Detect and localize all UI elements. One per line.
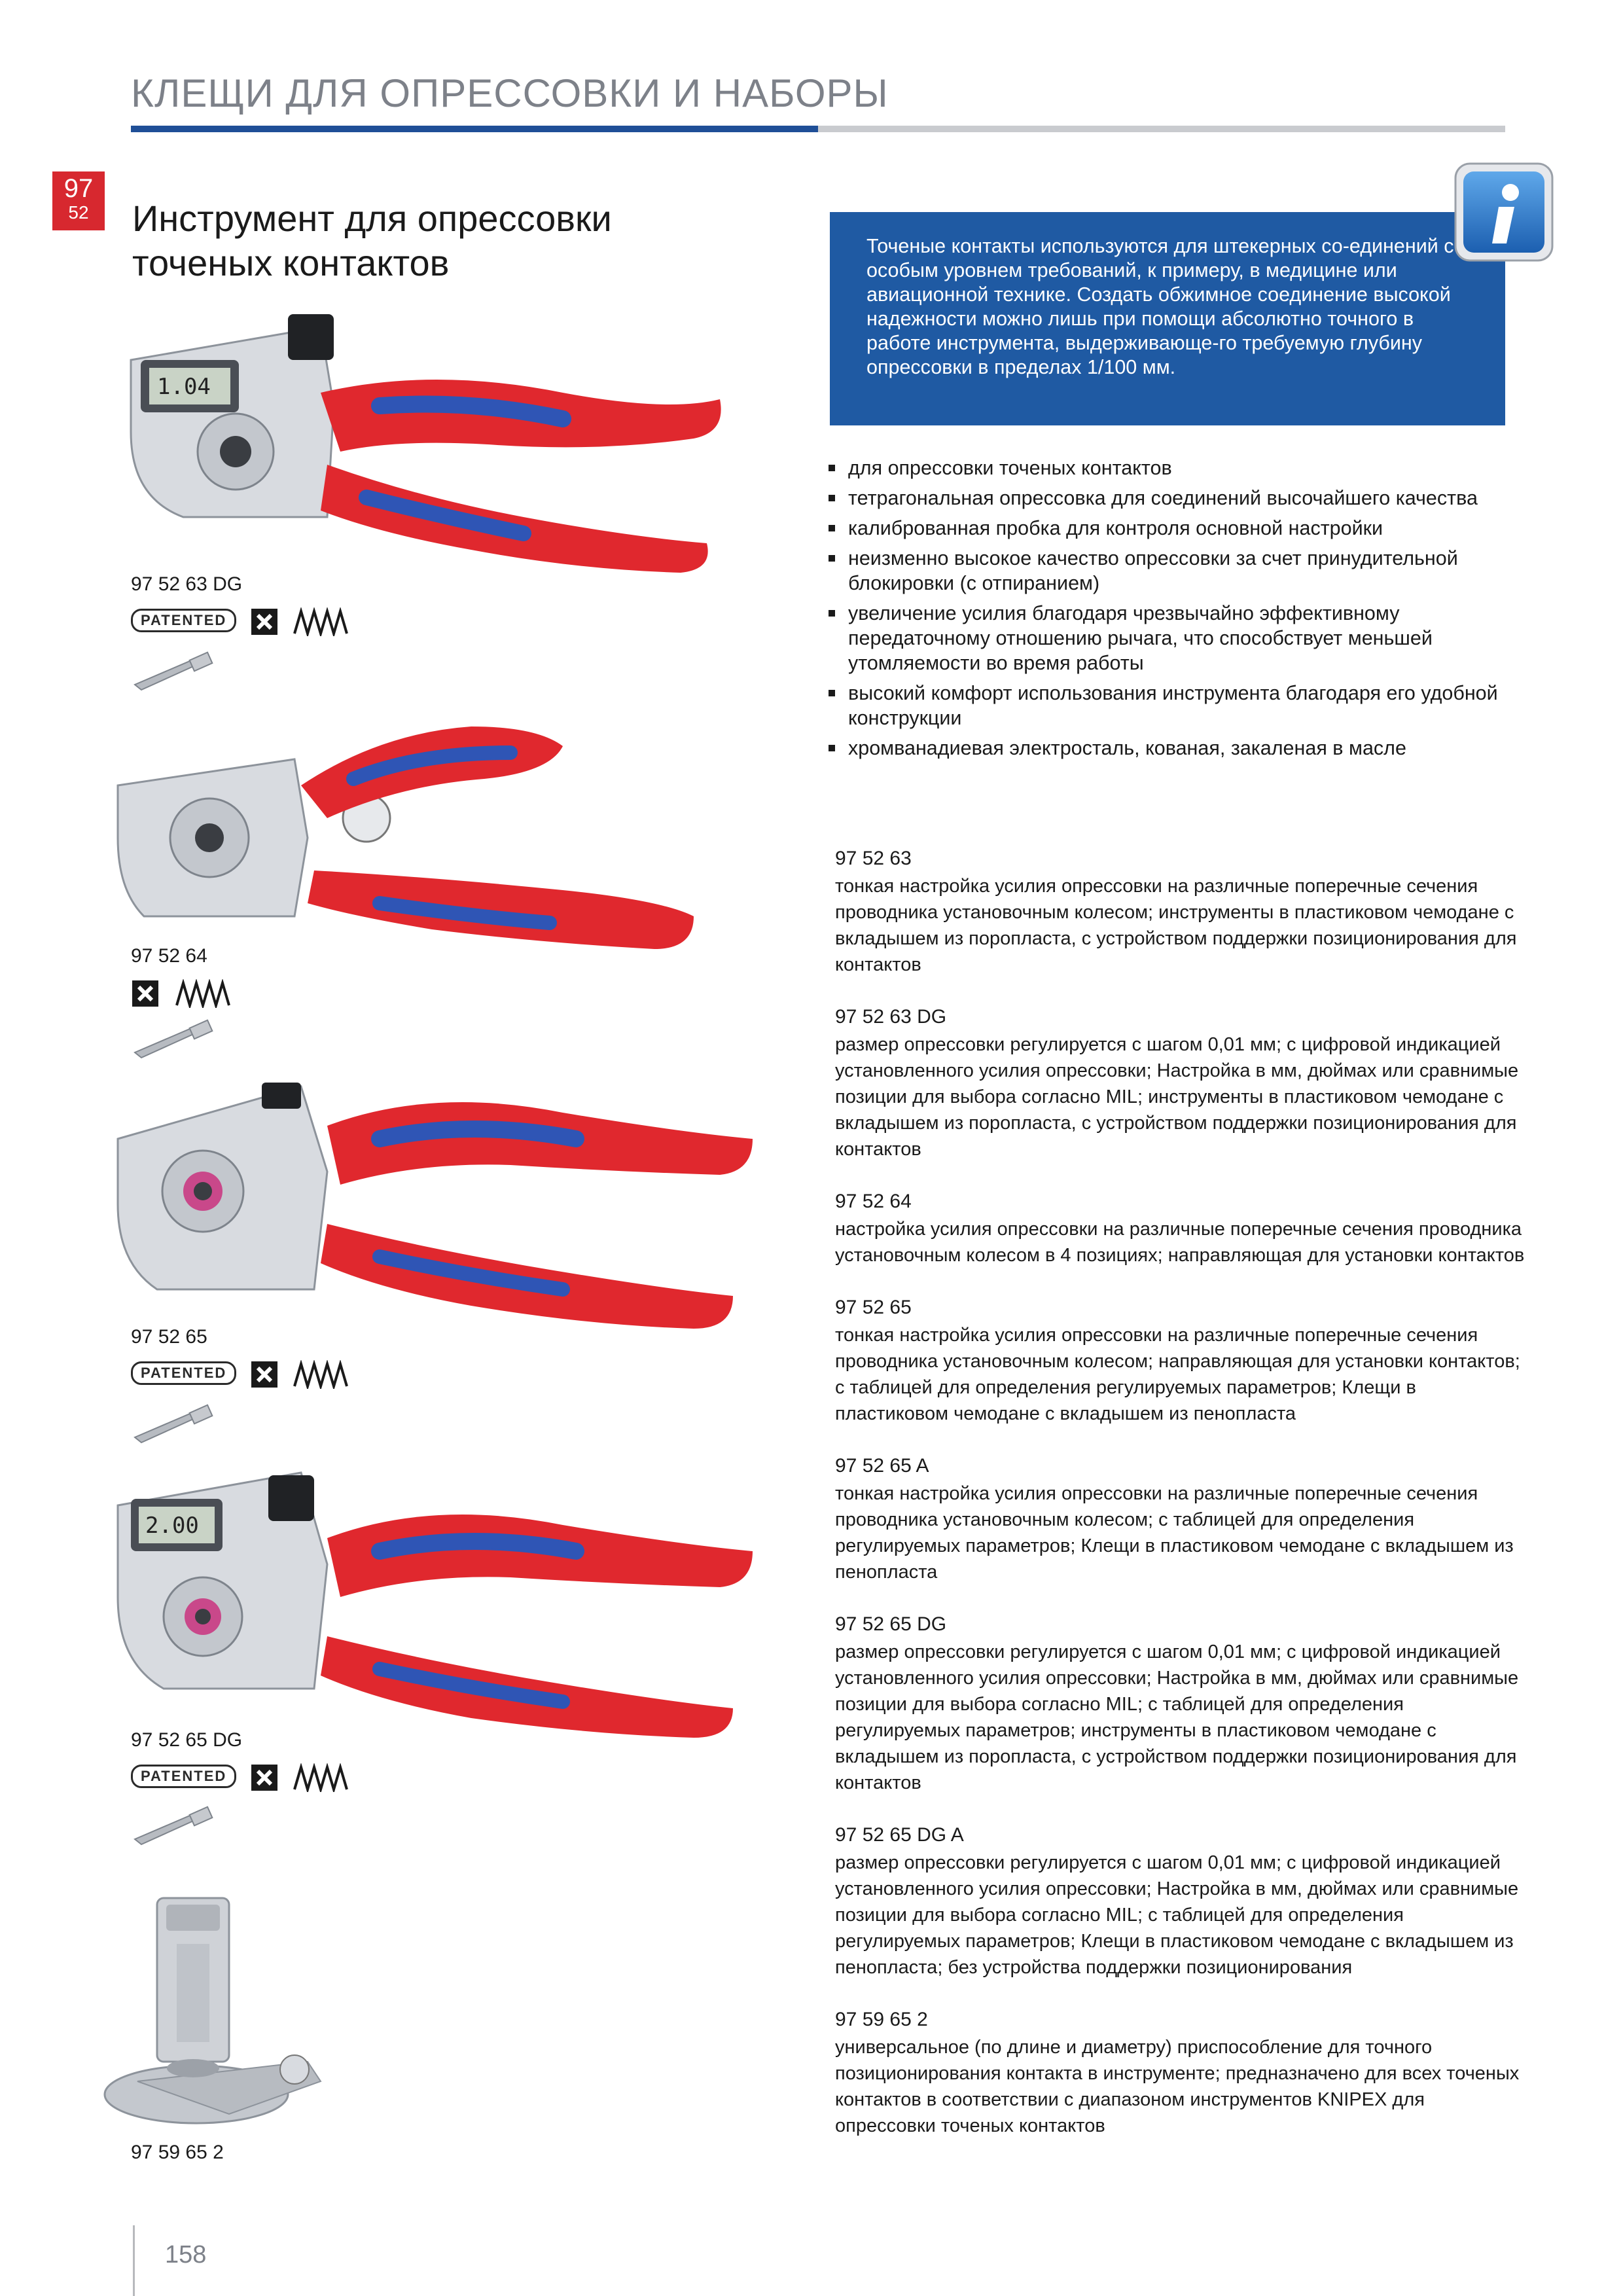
description-block: 97 52 63 DG размер опрессовки регулируетс… [835,1004,1529,1162]
feature-item: высокий комфорт использования инструмент… [826,681,1520,730]
bullet-icon [829,525,835,531]
feature-item: для опрессовки точеных контактов [826,456,1520,480]
description-text: тонкая настройка усилия опрессовки на ра… [835,1483,1514,1583]
info-box: Точеные контакты используются для штекер… [830,212,1505,425]
turned-contact-icon [134,1806,213,1846]
description-text: размер опрессовки регулируется с шагом 0… [835,1641,1519,1793]
feature-list: для опрессовки точеных контактов тетраго… [826,456,1520,766]
description-text: настройка усилия опрессовки на различные… [835,1219,1525,1266]
patented-badge: PATENTED [131,609,237,632]
description-text: тонкая настройка усилия опрессовки на ра… [835,876,1517,975]
feature-item: неизменно высокое качество опрессовки за… [826,546,1520,596]
description-text: универсальное (по длине и диаметру) прис… [835,2037,1520,2136]
description-code: 97 59 65 2 [835,2009,928,2030]
product-label: 97 52 63 DG [131,573,243,595]
description-code: 97 52 63 DG [835,1006,947,1028]
header-rule-blue [131,126,818,132]
section-title-line1: Инструмент для опрессовки [132,198,612,239]
product-label: 97 52 65 DG [131,1729,243,1751]
crimp-profile-icon [293,607,348,636]
product-label: 97 59 65 2 [131,2142,224,2163]
bullet-icon [829,745,835,751]
bullet-icon [829,555,835,562]
description-block: 97 52 65 тонкая настройка усилия опрессов… [835,1295,1529,1427]
description-code: 97 52 65 A [835,1455,929,1477]
description-block: 97 59 65 2 универсальное (по длине и диам… [835,2007,1529,2139]
page-number: 158 [165,2241,207,2269]
crimping-pliers-image: 1.04 [130,314,721,573]
page-number-rule [133,2225,135,2296]
digital-display-readout: 1.04 [157,374,211,400]
crimping-pliers-image [116,1083,753,1329]
tetragonal-crimp-icon [251,1361,277,1388]
bullet-icon [829,465,835,471]
description-code: 97 52 65 [835,1297,912,1318]
section-title: Инструмент для опрессовки точеных контак… [132,196,787,285]
feature-item: калиброванная пробка для контроля основн… [826,516,1520,541]
tetragonal-crimp-icon [132,980,158,1007]
page-header-title: КЛЕЩИ ДЛЯ ОПРЕССОВКИ И НАБОРЫ [131,71,889,115]
digital-display-readout: 2.00 [145,1513,199,1539]
crimp-profile-icon [175,979,230,1008]
section-title-line2: точеных контактов [132,242,450,283]
bullet-icon [829,690,835,696]
tetragonal-crimp-icon [251,1765,277,1791]
tetragonal-crimp-icon [251,609,277,635]
feature-item: увеличение усилия благодаря чрезвычайно … [826,601,1520,675]
product-label: 97 52 64 [131,945,207,967]
section-code-badge: 97 52 [52,171,105,230]
product-descriptions: 97 52 63 тонкая настройка усилия опрессов… [835,846,1529,2165]
feature-item: тетрагональная опрессовка для соединений… [826,486,1520,511]
description-block: 97 52 65 DG A размер опрессовки регулируе… [835,1822,1529,1981]
crimp-profile-icon [293,1763,348,1792]
description-block: 97 52 65 DG размер опрессовки регулируетс… [835,1611,1529,1796]
header-rule-gray [818,126,1505,132]
contact-positioner-image [103,1897,322,2125]
turned-contact-icon [134,651,213,691]
bullet-icon [829,610,835,617]
description-text: размер опрессовки регулируется с шагом 0… [835,1852,1519,1978]
crimping-pliers-image: 2.00 [116,1471,753,1738]
patented-badge: PATENTED [131,1361,237,1385]
description-text: тонкая настройка усилия опрессовки на ра… [835,1325,1520,1424]
description-code: 97 52 65 DG [835,1613,947,1635]
description-text: размер опрессовки регулируется с шагом 0… [835,1034,1519,1160]
description-code: 97 52 64 [835,1191,912,1212]
info-text: Точеные контакты используются для штекер… [866,235,1454,378]
description-block: 97 52 63 тонкая настройка усилия опрессов… [835,846,1529,978]
info-icon [1454,162,1554,262]
patented-badge: PATENTED [131,1765,237,1788]
crimping-pliers-image [116,726,694,949]
section-code-top: 97 [63,174,94,203]
turned-contact-icon [134,1019,213,1059]
product-label: 97 52 65 [131,1326,207,1348]
turned-contact-icon [134,1404,213,1444]
description-code: 97 52 65 DG A [835,1824,964,1846]
crimp-profile-icon [293,1360,348,1389]
feature-item: хромванадиевая электросталь, кованая, за… [826,736,1520,761]
section-code-bottom: 52 [68,202,89,223]
bullet-icon [829,495,835,501]
description-block: 97 52 64 настройка усилия опрессовки на р… [835,1189,1529,1268]
description-code: 97 52 63 [835,848,912,869]
description-block: 97 52 65 A тонкая настройка усилия опресс… [835,1453,1529,1585]
